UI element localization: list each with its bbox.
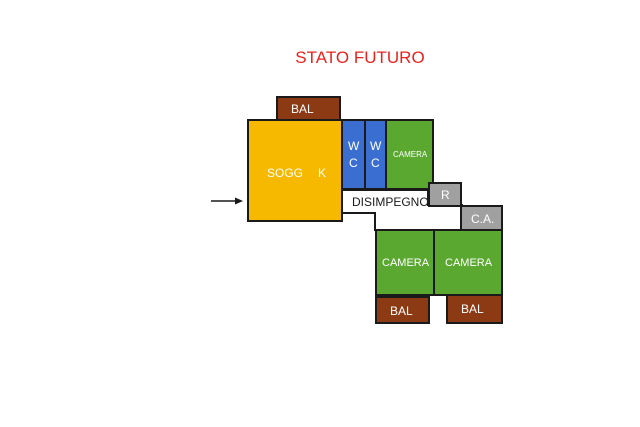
balcony-bottom-left-label: BAL [390, 304, 413, 318]
living-label: SOGG [267, 166, 304, 180]
bathroom-1: W C [341, 119, 366, 190]
bedroom-bottom-right: CAMERA [433, 229, 503, 296]
balcony-bottom-left: BAL [375, 296, 430, 324]
bedroom-top: CAMERA [385, 119, 434, 190]
bathroom-1-label-c: C [349, 156, 358, 170]
bathroom-2-label-c: C [371, 156, 380, 170]
living-kitchen-room: SOGG K [247, 119, 343, 222]
kitchen-label: K [318, 166, 327, 180]
storage-ca-label: C.A. [471, 212, 495, 226]
bedroom-bottom-right-label: CAMERA [445, 257, 493, 269]
balcony-top: BAL [276, 96, 341, 121]
bedroom-bottom-left-label: CAMERA [382, 257, 430, 269]
disimpegno-label: DISIMPEGNO [352, 195, 429, 209]
bathroom-2-label-w: W [370, 139, 382, 153]
storage-ca: C.A. [460, 205, 503, 231]
storage-r: R [428, 182, 462, 207]
storage-r-label: R [441, 188, 450, 202]
bathroom-2: W C [364, 119, 387, 190]
bedroom-bottom-left: CAMERA [375, 229, 435, 296]
bedroom-top-label: CAMERA [393, 150, 428, 159]
balcony-top-label: BAL [291, 102, 314, 116]
entrance-arrow-icon [211, 197, 243, 205]
plan-title: STATO FUTURO [295, 48, 425, 67]
balcony-bottom-right-label: BAL [461, 302, 484, 316]
bathroom-1-label-w: W [348, 139, 360, 153]
balcony-bottom-right: BAL [446, 294, 503, 324]
